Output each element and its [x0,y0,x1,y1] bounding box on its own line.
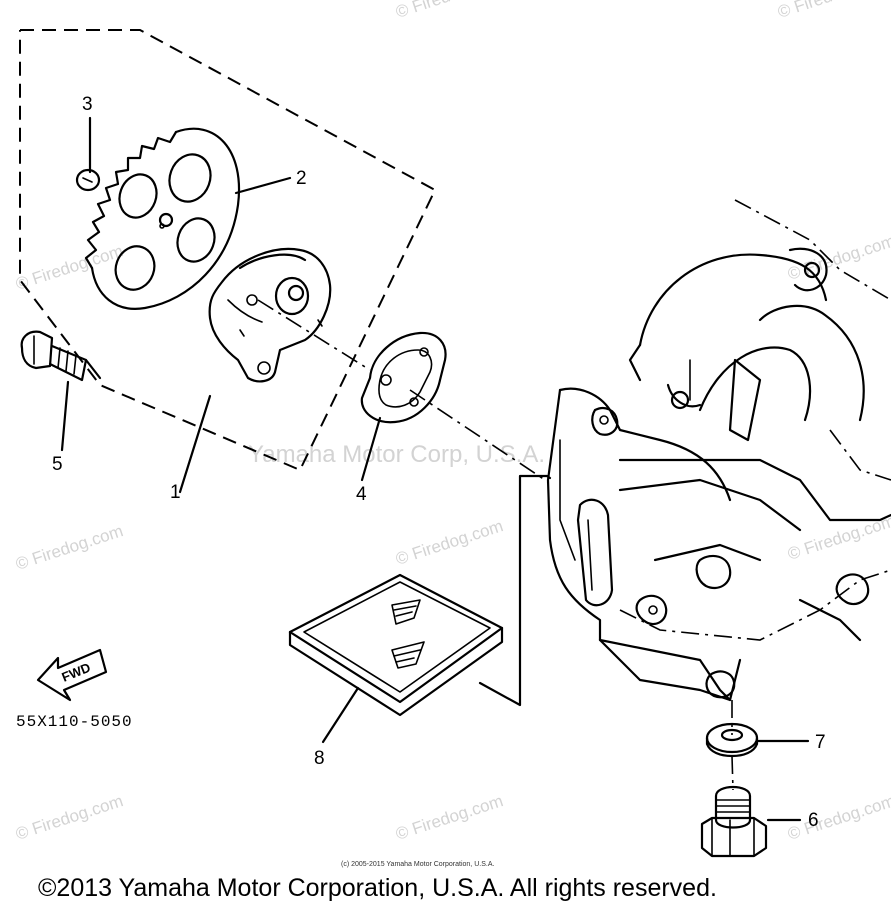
alignment-lines [257,299,734,791]
small-copyright: (c) 2005-2015 Yamaha Motor Corporation, … [341,861,494,868]
callouts: 3 2 1 4 5 8 7 6 [52,94,826,831]
pump-bolt [20,330,88,382]
watermark-layer: © Firedog.com © Firedog.com © Firedog.co… [13,0,891,844]
circlip [75,168,101,192]
diagram-part-number: 55X110-5050 [16,713,133,731]
callout-7: 7 [815,732,826,753]
watermark-firedog: © Firedog.com [393,0,505,22]
callout-1: 1 [170,482,181,503]
callout-4: 4 [356,484,367,505]
drain-washer [705,722,759,758]
watermark-center: Yamaha Motor Corp, U.S.A. [248,441,545,468]
callout-6: 6 [808,810,819,831]
fwd-arrow: FWD [36,648,108,702]
callout-2: 2 [296,168,307,189]
drain-bolt [700,785,768,858]
watermark-firedog: © Firedog.com [13,521,125,574]
watermark-firedog: © Firedog.com [785,231,891,284]
callout-8: 8 [314,748,325,769]
assembly-dashed-box [19,29,437,472]
watermark-firedog: © Firedog.com [785,791,891,844]
callout-3: 3 [82,94,93,115]
watermark-firedog: © Firedog.com [13,241,125,294]
copyright-footer: ©2013 Yamaha Motor Corporation, U.S.A. A… [38,874,717,902]
oil-pump-body [208,247,332,383]
watermark-firedog: © Firedog.com [13,791,125,844]
oil-strainer [288,573,504,717]
sprocket-gear [84,127,241,310]
crankcase [546,199,891,702]
watermark-firedog: © Firedog.com [393,791,505,844]
watermark-firedog: © Firedog.com [393,516,505,569]
watermark-firedog: © Firedog.com [775,0,887,22]
pump-gasket [360,331,447,424]
strainer-bracket [478,474,552,707]
leader-lines [60,116,810,822]
callout-5: 5 [52,454,63,475]
